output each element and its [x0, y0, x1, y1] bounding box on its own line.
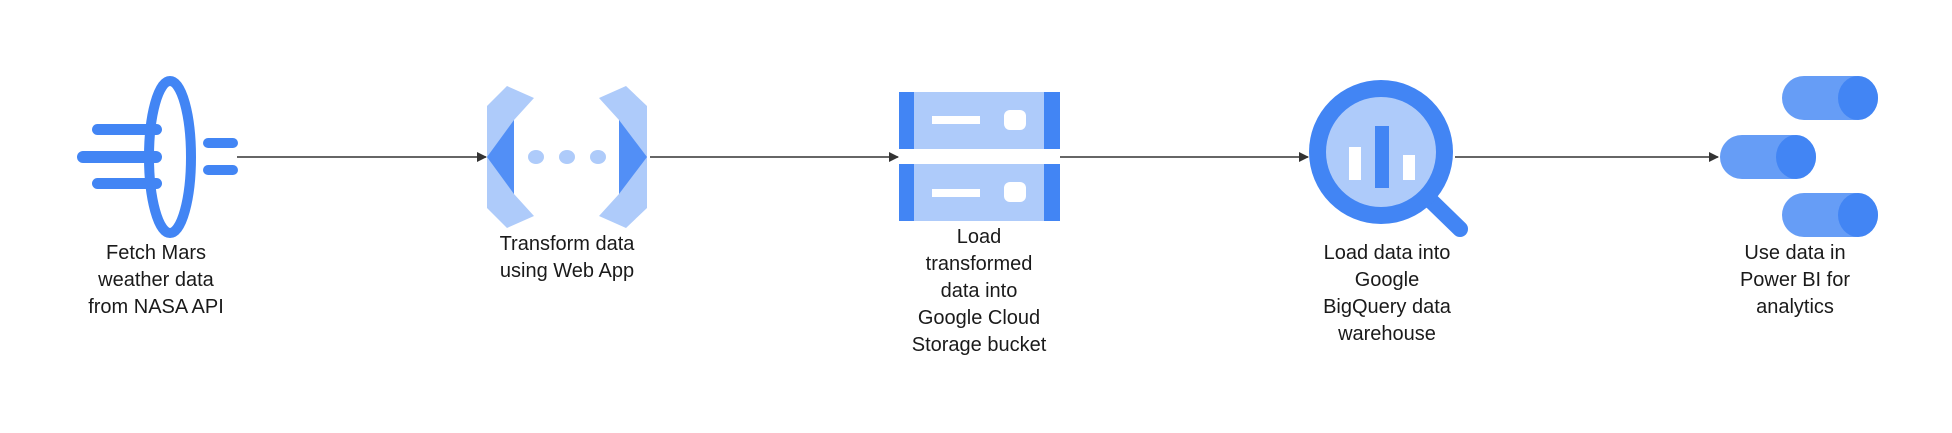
- node-label-storage: Load transformed data into Google Cloud …: [911, 226, 1047, 356]
- api-icon: [77, 76, 238, 238]
- node-label-bigquery: Load data into Google BigQuery data ware…: [1323, 242, 1451, 345]
- node-label-fetch: Fetch Mars weather data from NASA API: [88, 242, 224, 318]
- cloud-storage-icon: [899, 92, 1060, 221]
- web-app-icon: [487, 86, 647, 228]
- data-cylinders-icon: [1720, 76, 1878, 237]
- bigquery-icon: [1309, 80, 1468, 237]
- node-label-transform: Transform data using Web App: [499, 233, 635, 282]
- node-label-powerbi: Use data in Power BI for analytics: [1739, 242, 1851, 318]
